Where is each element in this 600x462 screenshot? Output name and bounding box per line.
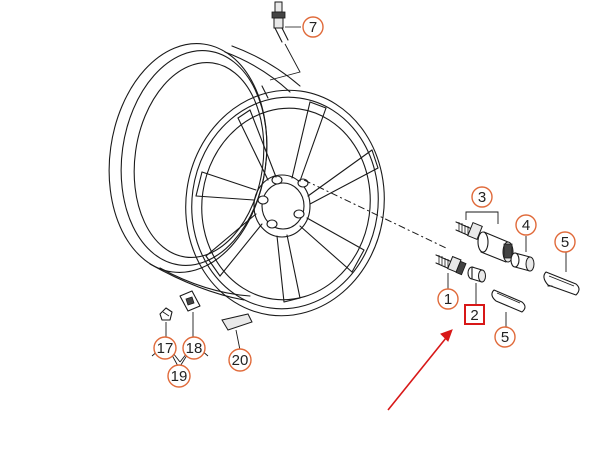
part-17-clip bbox=[159, 307, 173, 321]
part-1-valve-stem bbox=[435, 254, 467, 276]
callout-3-label: 3 bbox=[478, 189, 486, 206]
part-4-nut bbox=[510, 252, 535, 272]
callout-19[interactable]: 19 bbox=[167, 364, 191, 388]
part-18-weight bbox=[179, 290, 201, 312]
callout-4[interactable]: 4 bbox=[515, 214, 537, 236]
callout-5-upper[interactable]: 5 bbox=[554, 231, 576, 253]
callout-20-label: 20 bbox=[232, 352, 249, 369]
wheel-rim bbox=[108, 43, 385, 317]
callout-7[interactable]: 7 bbox=[302, 16, 324, 38]
callout-1[interactable]: 1 bbox=[437, 288, 459, 310]
part-3-valve-assembly bbox=[455, 221, 514, 263]
part-5-cap-upper bbox=[543, 271, 580, 296]
callout-20[interactable]: 20 bbox=[228, 348, 252, 372]
part-5-cap-lower bbox=[491, 289, 526, 313]
callout-3[interactable]: 3 bbox=[471, 186, 493, 208]
callout-4-label: 4 bbox=[522, 217, 530, 234]
callout-17[interactable]: 17 bbox=[153, 336, 177, 360]
callout-18-label: 18 bbox=[186, 340, 203, 357]
callout-2-label: 2 bbox=[470, 307, 478, 324]
assembly-centerline bbox=[303, 179, 447, 249]
part-7-valve bbox=[271, 1, 301, 43]
callout-2-highlighted[interactable]: 2 bbox=[464, 304, 485, 325]
callout-7-label: 7 bbox=[309, 19, 317, 36]
part-2-nut bbox=[467, 266, 486, 283]
callout-18[interactable]: 18 bbox=[182, 336, 206, 360]
callout-5-upper-label: 5 bbox=[561, 234, 569, 251]
callout-5-lower-label: 5 bbox=[501, 329, 509, 346]
highlight-arrow bbox=[387, 329, 453, 411]
callout-19-label: 19 bbox=[171, 368, 188, 385]
callout-5-lower[interactable]: 5 bbox=[494, 326, 516, 348]
callout-17-label: 17 bbox=[157, 340, 174, 357]
part-20-weight bbox=[221, 313, 253, 331]
callout-1-label: 1 bbox=[444, 291, 452, 308]
